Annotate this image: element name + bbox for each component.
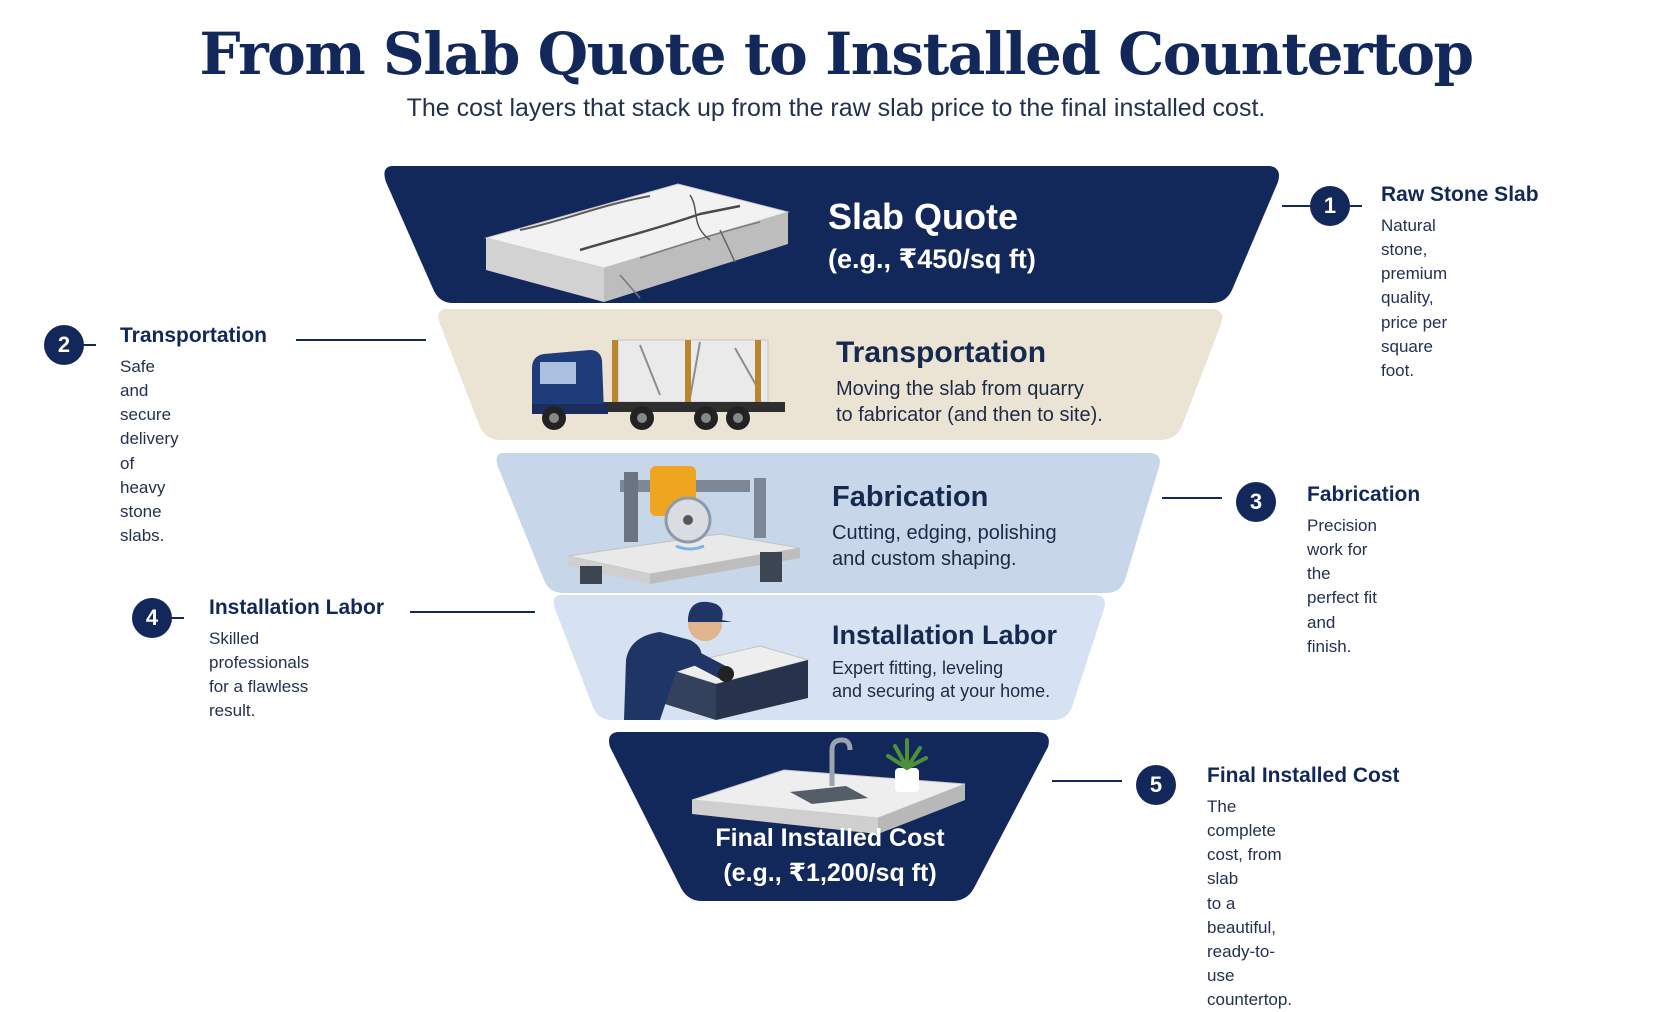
stage-body: (e.g., ₹1,200/sq ft) [723, 859, 937, 887]
saw-machine-icon [567, 466, 801, 584]
leader-line [84, 344, 96, 346]
stage-transportation: Transportation Moving the slab from quar… [836, 336, 1103, 428]
callout-description: The complete cost, from slab to a beauti… [1207, 797, 1293, 1009]
stage-body: Cutting, edging, polishing and custom sh… [832, 522, 1057, 570]
step-number-badge: 3 [1236, 482, 1276, 522]
leader-line [296, 339, 426, 341]
callout-description: Natural stone, premium quality, price pe… [1381, 216, 1448, 380]
step-number-badge: 5 [1136, 765, 1176, 805]
stage-heading: Fabrication [832, 481, 989, 513]
leader-line [1282, 205, 1310, 207]
stage-installation-labor: Installation Labor Expert fitting, level… [832, 620, 1057, 704]
page-title: From Slab Quote to Installed Countertop [199, 20, 1474, 88]
leader-line [410, 611, 535, 613]
callout-title: Fabrication [1307, 483, 1421, 506]
cost-funnel [384, 166, 1279, 901]
callout-title: Final Installed Cost [1207, 764, 1400, 787]
callout-title: Transportation [120, 324, 268, 347]
callout-title: Installation Labor [209, 596, 385, 619]
marble-slab-icon [484, 183, 790, 302]
leader-line [1350, 205, 1362, 207]
step-number-badge: 4 [132, 598, 172, 638]
stage-heading: Transportation [836, 336, 1047, 369]
callout-description: Precision work for the perfect fit and f… [1307, 516, 1377, 656]
stage-heading: Final Installed Cost [715, 824, 945, 852]
stage-heading: Slab Quote [828, 196, 1019, 237]
kitchen-counter-icon [691, 737, 966, 834]
worker-icon [624, 601, 810, 720]
stage-final-installed-cost: Final Installed Cost (e.g., ₹1,200/sq ft… [660, 824, 1000, 890]
stage-heading: Installation Labor [832, 620, 1058, 650]
stage-body: (e.g., ₹450/sq ft) [828, 244, 1036, 274]
step-number-badge: 2 [44, 325, 84, 365]
stage-fabrication: Fabrication Cutting, edging, polishing a… [832, 481, 1057, 572]
stage-slab-quote: Slab Quote (e.g., ₹450/sq ft) [828, 196, 1036, 277]
leader-line [172, 617, 184, 619]
callout-description: Safe and secure delivery of heavy stone … [120, 357, 179, 545]
stage-body: Moving the slab from quarry to fabricato… [836, 378, 1103, 426]
leader-line [1052, 780, 1122, 782]
step-number-badge: 1 [1310, 186, 1350, 226]
stage-body: Expert fitting, leveling and securing at… [832, 658, 1051, 702]
leader-line [1162, 497, 1222, 499]
truck-icon [532, 339, 785, 430]
callout-title: Raw Stone Slab [1381, 183, 1539, 206]
page-subtitle: The cost layers that stack up from the r… [406, 94, 1266, 122]
callout-description: Skilled professionals for a flawless res… [209, 629, 310, 721]
